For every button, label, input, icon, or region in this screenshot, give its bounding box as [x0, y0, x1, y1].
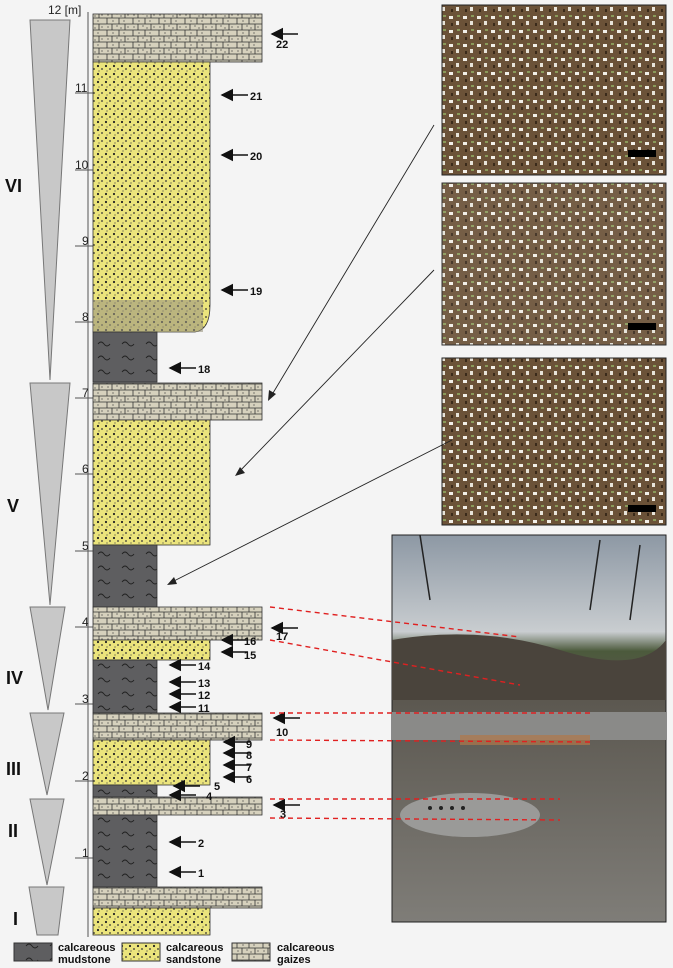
correlation-lines [269, 606, 591, 821]
outcrop-photo [391, 534, 667, 923]
sandstone-bed [92, 907, 211, 936]
sample-number: 4 [206, 791, 213, 803]
gaize-bed [92, 886, 263, 909]
scale-bar [628, 505, 656, 512]
depth-tick: 3 [82, 692, 89, 706]
sample-number: 17 [276, 631, 288, 643]
legend-label: sandstone [166, 954, 221, 966]
cycle-triangles [28, 19, 71, 936]
sample-number: 7 [246, 762, 252, 774]
depth-tick: 8 [82, 310, 89, 324]
sandstone-bed [92, 61, 211, 333]
legend-label: calcareous [166, 942, 223, 954]
mudstone-bed [92, 784, 158, 798]
sample-number: 15 [244, 650, 256, 662]
sample-number: 6 [246, 774, 252, 786]
sample-number: 20 [250, 151, 262, 163]
micrograph-connector-lines [169, 124, 453, 584]
legend-label: gaizes [277, 954, 311, 966]
mudstone-bed [92, 544, 158, 608]
sample-number: 5 [214, 781, 220, 793]
sample-number: 11 [198, 703, 210, 715]
depth-tick: 7 [82, 386, 89, 400]
cycle-label: III [6, 759, 21, 779]
sample-number: 14 [198, 661, 211, 673]
legend-swatch-gaize [231, 942, 271, 962]
gaize-bed [92, 382, 263, 421]
depth-tick: 6 [82, 462, 89, 476]
scale-bar [628, 150, 656, 157]
mudstone-bed [92, 814, 158, 888]
sample-number: 16 [244, 636, 256, 648]
depth-tick: 1 [82, 846, 89, 860]
sample-number: 12 [198, 690, 210, 702]
connector-arrowheads [167, 390, 276, 585]
cycle-v-triangle [29, 382, 71, 606]
depth-tick: 5 [82, 539, 89, 553]
legend-swatch-mudstone [13, 942, 53, 962]
cycle-label: IV [6, 668, 23, 688]
mudstone-bed [92, 331, 158, 383]
axis-unit-label: 12 [m] [48, 3, 81, 17]
gaize-bed [92, 712, 263, 741]
depth-ticks [75, 92, 95, 859]
sandstone-bed [92, 639, 211, 661]
sample-number: 21 [250, 91, 262, 103]
depth-tick: 4 [82, 615, 89, 629]
lithologic-column [92, 13, 263, 936]
scale-bar [628, 323, 656, 330]
sample-number: 2 [198, 838, 204, 850]
depth-tick: 9 [82, 234, 89, 248]
sample-number: 22 [276, 39, 288, 51]
thin-section-micrograph-1 [441, 4, 667, 176]
sample-number: 13 [198, 678, 210, 690]
depth-tick: 11 [75, 81, 88, 95]
depth-tick: 2 [82, 769, 89, 783]
cycle-ii-triangle [29, 798, 65, 886]
cycle-label: V [7, 496, 19, 516]
cycle-i-trapezoid [28, 886, 65, 936]
legend-swatch-sandstone [121, 942, 161, 962]
cycle-iii-triangle [29, 712, 65, 796]
thin-section-micrograph-2 [441, 182, 667, 346]
sandstone-bed [92, 739, 211, 786]
legend: calcareous mudstone calcareous sandstone… [13, 942, 334, 966]
sample-arrows [168, 27, 300, 879]
thin-section-micrograph-3 [441, 357, 667, 526]
sample-number: 1 [198, 868, 204, 880]
sample-number: 8 [246, 750, 252, 762]
sample-number: 3 [280, 809, 286, 821]
cycle-label: I [13, 909, 18, 929]
cycle-vi-triangle [29, 19, 71, 381]
legend-label: mudstone [58, 954, 111, 966]
gaize-bed [92, 796, 263, 816]
gaize-bed [92, 606, 263, 641]
sample-number: 19 [250, 286, 262, 298]
sandstone-bed [92, 419, 211, 546]
sample-number: 9 [246, 739, 252, 751]
mudstone-bed [92, 659, 158, 714]
cycle-label: VI [5, 176, 22, 196]
cycle-label: II [8, 821, 18, 841]
sample-number: 18 [198, 364, 210, 376]
sample-number: 10 [276, 727, 288, 739]
legend-label: calcareous [277, 942, 334, 954]
cycle-iv-triangle [29, 606, 66, 711]
depth-tick: 10 [75, 158, 89, 172]
legend-label: calcareous [58, 942, 115, 954]
gaize-bed [92, 13, 263, 63]
